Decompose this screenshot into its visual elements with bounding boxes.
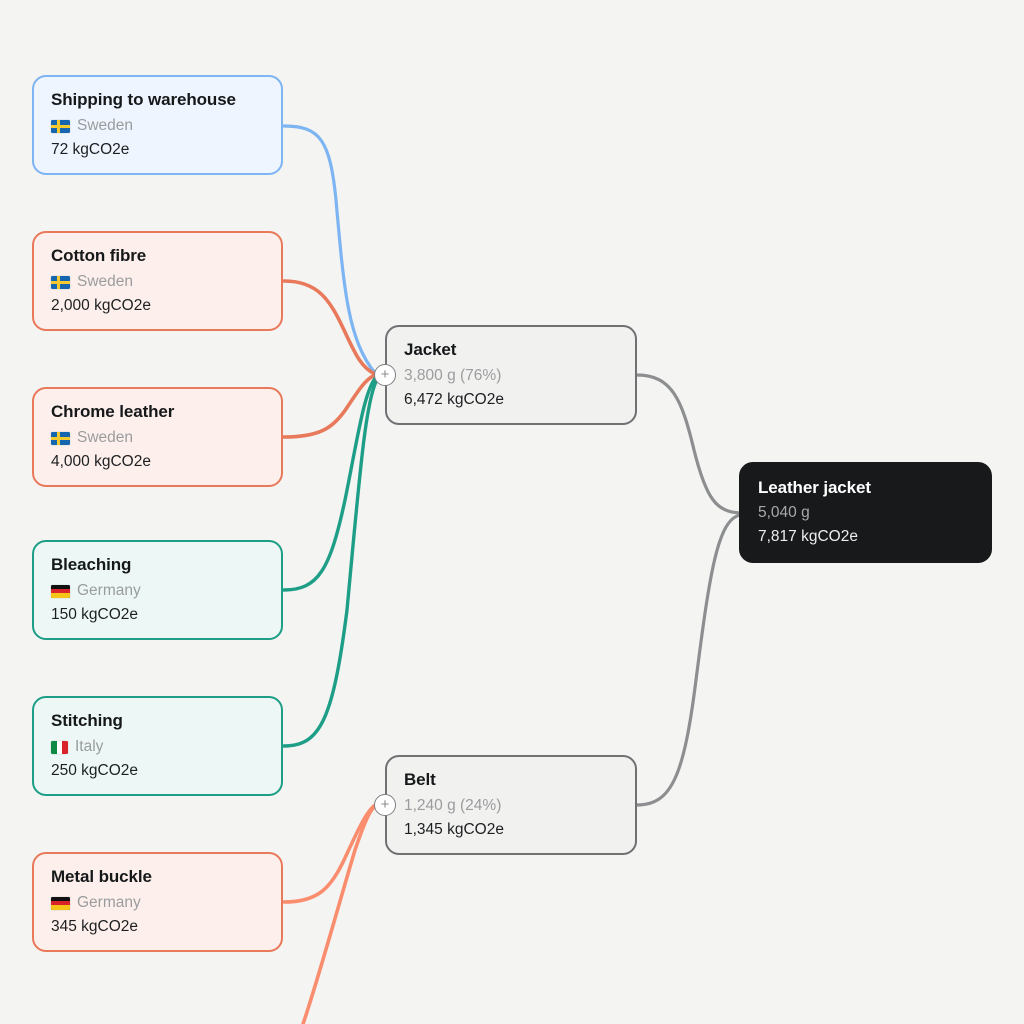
node-emissions: 6,472 kgCO2e (404, 390, 504, 408)
node-emissions: 150 kgCO2e (51, 605, 139, 623)
node-belt[interactable]: Belt 1,240 g (24%) 1,345 kgCO2e (385, 755, 637, 855)
node-shipping-to-warehouse[interactable]: Shipping to warehouse Sweden 72 kgCO2e (32, 75, 283, 175)
edge-stitching-to-jacket (282, 376, 380, 748)
node-origin: Italy (51, 737, 265, 758)
node-emissions: 4,000 kgCO2e (51, 452, 151, 470)
node-mass: 3,800 g (76%) (404, 366, 502, 384)
node-emissions: 72 kgCO2e (51, 140, 130, 158)
flag-sweden-icon (51, 431, 70, 445)
node-title: Chrome leather (51, 402, 175, 422)
node-stitching[interactable]: Stitching Italy 250 kgCO2e (32, 696, 283, 796)
flag-germany-icon (51, 896, 70, 910)
edge-metal-buckle-to-belt (282, 803, 377, 904)
node-country: Germany (77, 581, 141, 599)
node-title: Leather jacket (758, 477, 871, 497)
node-metal-buckle[interactable]: Metal buckle Germany 345 kgCO2e (32, 852, 283, 952)
node-mass: 5,040 g (758, 504, 810, 522)
node-origin: Sweden (51, 428, 265, 449)
edge-belt-to-product (635, 513, 742, 807)
node-origin: Sweden (51, 116, 265, 137)
flag-italy-icon (51, 740, 68, 754)
plus-icon: + (380, 796, 390, 813)
flag-germany-icon (51, 584, 70, 598)
node-leather-jacket[interactable]: Leather jacket 5,040 g 7,817 kgCO2e (739, 462, 992, 563)
node-chrome-leather[interactable]: Chrome leather Sweden 4,000 kgCO2e (32, 387, 283, 487)
node-country: Sweden (77, 428, 134, 446)
node-title: Bleaching (51, 555, 132, 575)
node-bleaching[interactable]: Bleaching Germany 150 kgCO2e (32, 540, 283, 640)
node-country: Italy (75, 737, 104, 755)
edge-cotton-to-jacket (282, 279, 377, 376)
node-title: Belt (404, 770, 436, 790)
node-title: Jacket (404, 340, 457, 360)
node-emissions: 1,345 kgCO2e (404, 820, 504, 838)
edge-chrome-leather-to-jacket (282, 373, 377, 439)
node-title: Metal buckle (51, 867, 152, 887)
edge-offscreen-to-belt (301, 804, 378, 1024)
node-jacket[interactable]: Jacket 3,800 g (76%) 6,472 kgCO2e (385, 325, 637, 425)
node-title: Shipping to warehouse (51, 90, 236, 110)
edge-bleaching-to-jacket (282, 375, 378, 592)
node-title: Stitching (51, 711, 123, 731)
node-emissions: 250 kgCO2e (51, 761, 139, 779)
node-country: Sweden (77, 116, 134, 134)
node-origin: Sweden (51, 272, 265, 293)
node-mass: 1,240 g (24%) (404, 796, 502, 814)
node-emissions: 7,817 kgCO2e (758, 528, 858, 546)
node-cotton-fibre[interactable]: Cotton fibre Sweden 2,000 kgCO2e (32, 231, 283, 331)
flag-sweden-icon (51, 275, 70, 289)
node-origin: Germany (51, 893, 265, 914)
node-country: Germany (77, 893, 141, 911)
expand-belt-button[interactable]: + (374, 794, 396, 816)
node-emissions: 345 kgCO2e (51, 917, 139, 935)
expand-jacket-button[interactable]: + (374, 364, 396, 386)
edge-shipping-to-jacket (282, 124, 377, 375)
plus-icon: + (380, 366, 390, 383)
node-emissions: 2,000 kgCO2e (51, 296, 151, 314)
node-title: Cotton fibre (51, 246, 147, 266)
flag-sweden-icon (51, 119, 70, 133)
node-origin: Germany (51, 581, 265, 602)
node-country: Sweden (77, 272, 134, 290)
edge-jacket-to-product (635, 373, 742, 515)
